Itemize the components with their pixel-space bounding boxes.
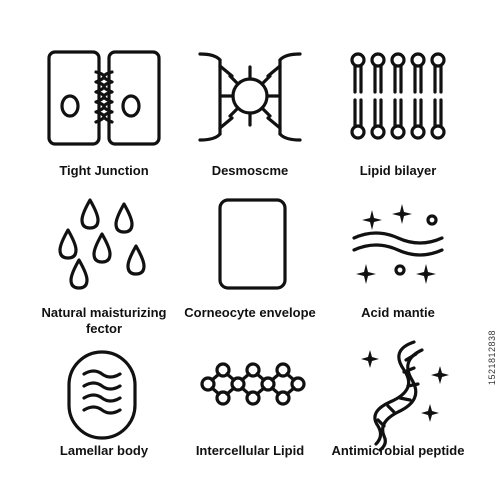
icon-tile-intercellular-lipid: Intercellular Lipid — [170, 340, 330, 500]
icon-tile-lamellar-body: Lamellar body — [24, 340, 184, 500]
waves-sparkles-icon — [318, 190, 478, 310]
icon-label: Tight Junction — [59, 163, 149, 178]
icon-label: Desmoscme — [211, 163, 289, 178]
lipid-chain-icon — [170, 340, 330, 460]
icon-tile-tight-junction: Tight Junction — [24, 36, 184, 196]
rounded-rectangle-icon — [170, 190, 330, 310]
icon-label: Corneocyte envelope — [184, 305, 316, 320]
stock-id-watermark: 1521812838 — [487, 330, 497, 386]
icon-label: Antimicrobial peptide — [331, 443, 465, 458]
icon-label: Intercellular Lipid — [195, 443, 305, 458]
icon-tile-corneocyte-envelope: Corneocyte envelope — [170, 190, 330, 350]
icon-label: Lipid bilayer — [359, 163, 437, 178]
icon-tile-lipid-bilayer: Lipid bilayer — [318, 36, 478, 196]
tight-junction-icon — [24, 36, 184, 156]
icon-tile-acid-mantle: Acid mantie — [318, 190, 478, 350]
icon-label: Lamellar body — [59, 443, 149, 458]
icon-tile-natural-moisturizing-factor: Natural maisturizing fector — [24, 190, 184, 350]
icon-tile-antimicrobial-peptide: Antimicrobial peptide — [318, 340, 478, 500]
desmosome-icon — [170, 36, 330, 156]
icon-label: Acid mantie — [361, 305, 435, 320]
icon-label: Natural maisturizing fector — [41, 305, 167, 336]
dna-helix-icon — [318, 340, 478, 460]
water-drops-icon — [24, 190, 184, 310]
lamellar-body-icon — [24, 340, 184, 460]
icon-tile-desmosome: Desmoscme — [170, 36, 330, 196]
lipid-bilayer-icon — [318, 36, 478, 156]
